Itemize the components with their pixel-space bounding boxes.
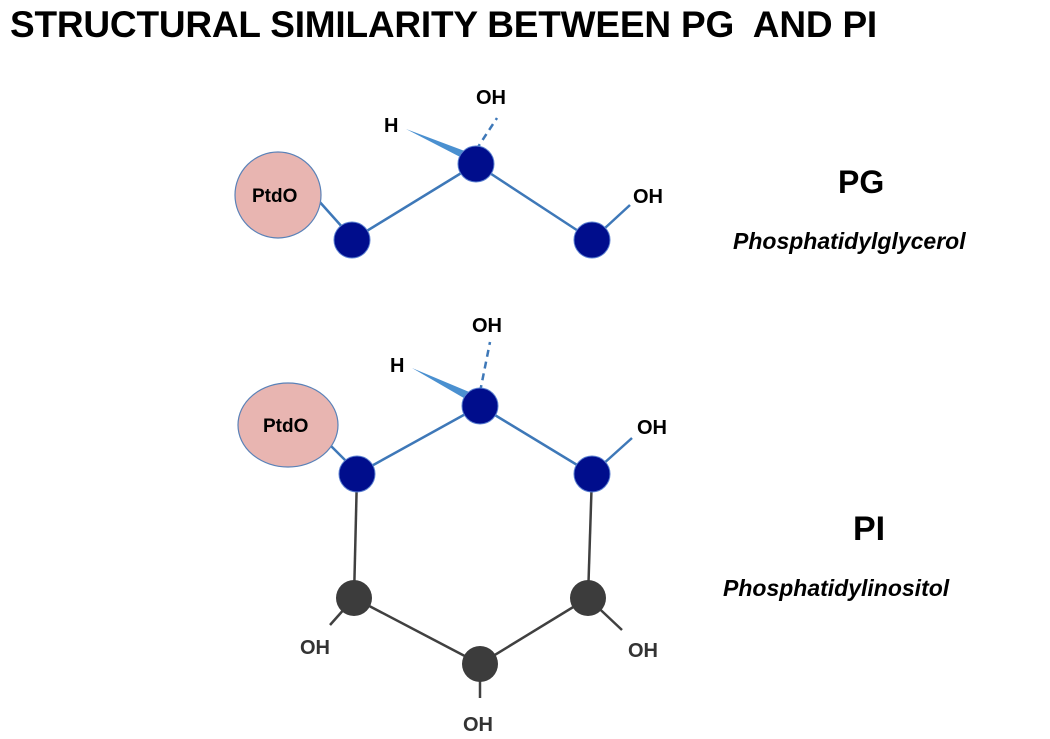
pi-ring-atom-left [336, 580, 372, 616]
pi-full-name: Phosphatidylinositol [723, 575, 950, 601]
pi-oh-right-label: OH [637, 417, 667, 439]
pi-atom-right [573, 455, 611, 493]
pi-atom-center [461, 387, 499, 425]
pi-bond-right [479, 404, 593, 476]
pg-bond-oh-top-dashed [474, 117, 499, 151]
pi-ring-bond-bottom-left [353, 596, 481, 666]
pi-oh-top-label: OH [472, 315, 502, 337]
pi-bond-left [356, 404, 481, 476]
pg-oh-top-label: OH [476, 87, 506, 109]
pg-bond-right [475, 162, 593, 242]
pi-bond-oh-top-dashed [478, 341, 492, 393]
pg-ptdo-label: PtdO [252, 186, 297, 207]
pg-ptdo-ellipse [234, 151, 322, 239]
pi-abbrev: PI [853, 510, 885, 548]
pi-ring-atom-right [570, 580, 606, 616]
pg-h-label: H [384, 115, 398, 137]
pi-oh-ring-bottom-label: OH [463, 714, 493, 736]
pi-ring-atom-bottom [462, 646, 498, 682]
pg-abbrev: PG [838, 164, 884, 200]
pi-structure: PtdO H OH OH OH OH OH [237, 315, 667, 736]
pi-h-label: H [390, 355, 404, 377]
page-title: STRUCTURAL SIMILARITY BETWEEN PG AND PI [10, 4, 878, 45]
pg-atom-right [573, 221, 611, 259]
pg-structure: PtdO H OH OH [234, 87, 663, 259]
pg-wedge-bond [406, 129, 470, 160]
pi-ptdo-ellipse [237, 382, 339, 468]
pi-ring-bond-right [586, 473, 594, 599]
pg-atom-left [333, 221, 371, 259]
pi-atom-left [338, 455, 376, 493]
pi-oh-ring-left-label: OH [300, 637, 330, 659]
pg-bond-left [351, 162, 477, 242]
pi-ring-bond-bottom-right [479, 596, 589, 666]
pi-ring-bond-left [352, 473, 359, 599]
pi-wedge-bond [412, 368, 474, 401]
pi-ptdo-label: PtdO [263, 416, 308, 437]
pi-oh-ring-right-label: OH [628, 640, 658, 662]
pg-atom-center [457, 145, 495, 183]
pg-full-name: Phosphatidylglycerol [733, 228, 966, 254]
pg-oh-right-label: OH [633, 186, 663, 208]
